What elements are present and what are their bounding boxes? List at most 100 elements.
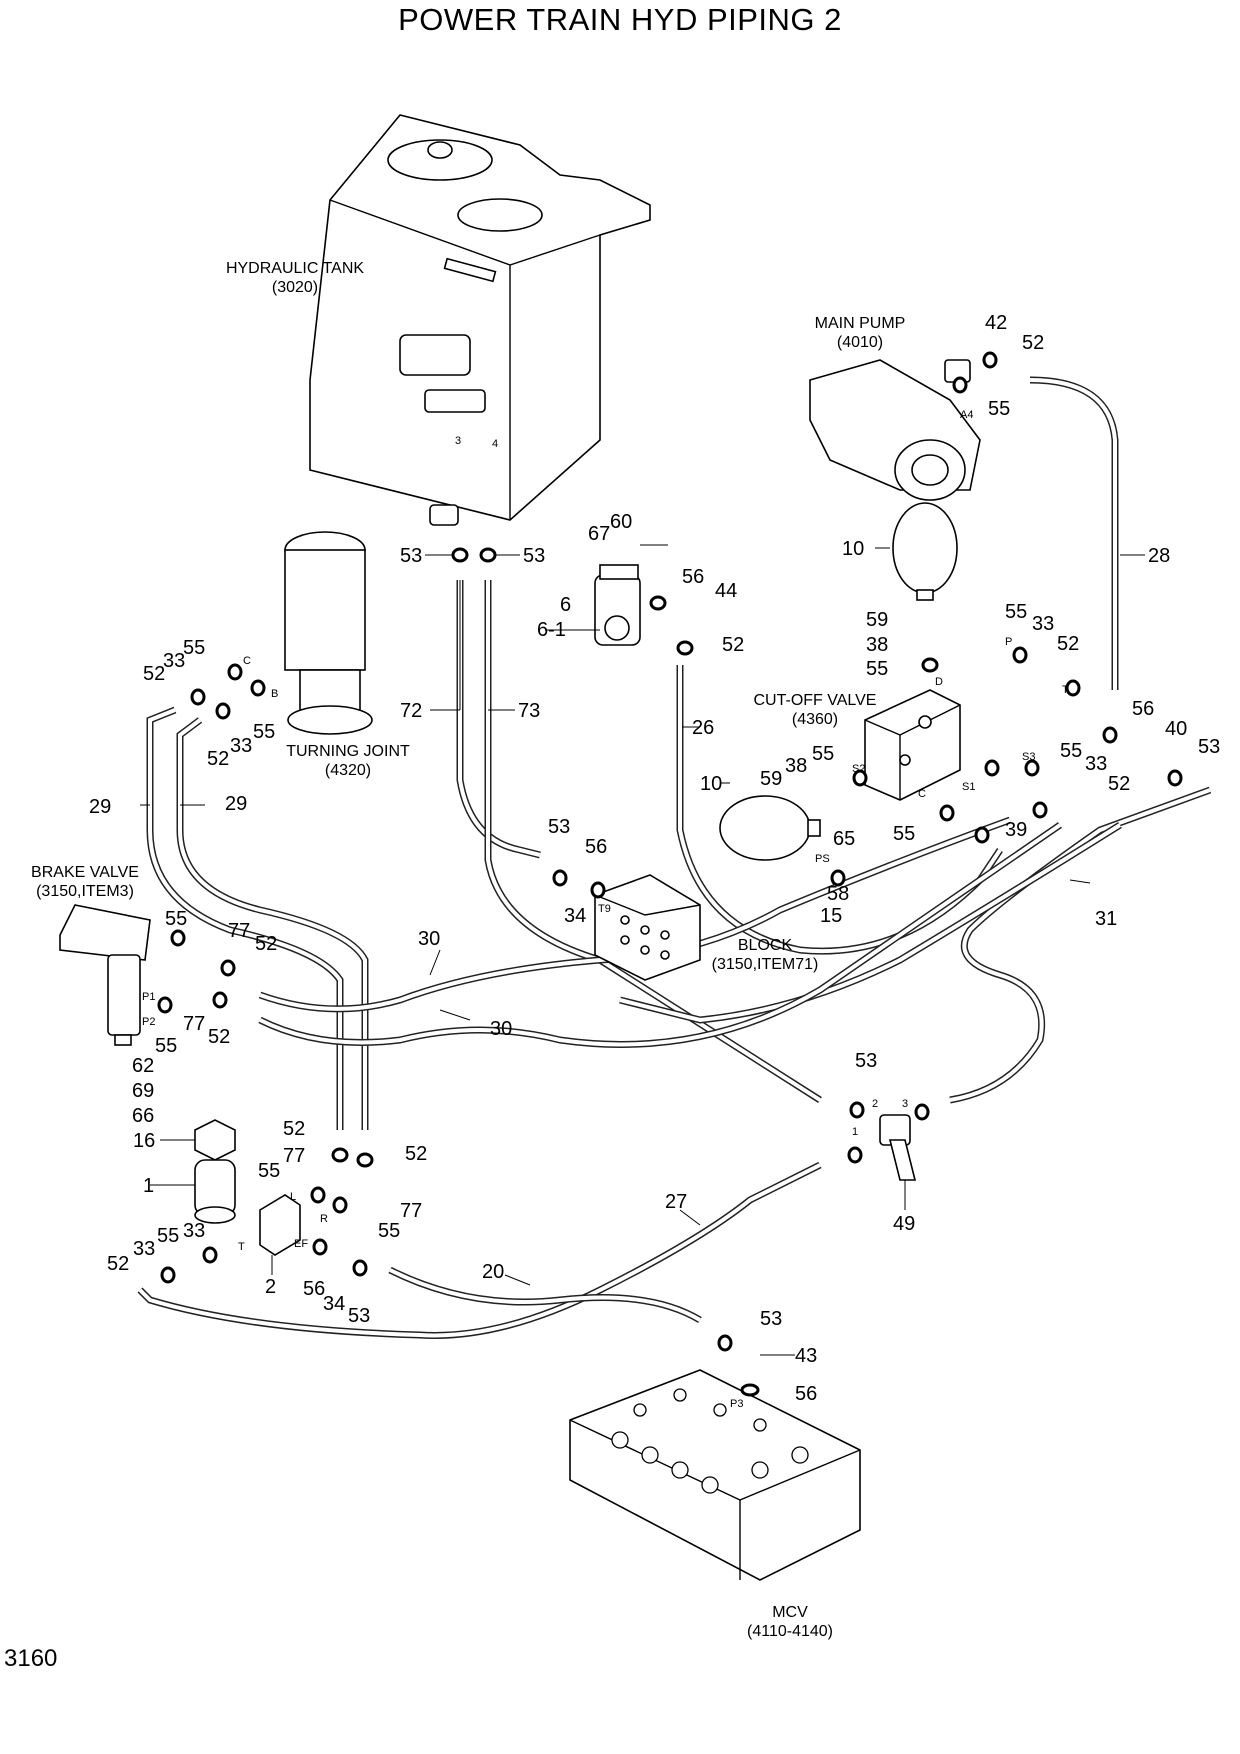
port-label: T9 xyxy=(598,903,611,915)
callout: 55 xyxy=(165,908,187,930)
callout: 53 xyxy=(760,1308,782,1330)
callout: 33 xyxy=(133,1238,155,1260)
callout: 52 xyxy=(255,933,277,955)
tee-junction xyxy=(879,1114,917,1181)
brake-valve-code: (3150,ITEM3) xyxy=(36,883,134,900)
main-pump xyxy=(809,359,981,501)
callout: 55 xyxy=(378,1220,400,1242)
callout: 56 xyxy=(682,566,704,588)
callout: 77 xyxy=(400,1200,422,1222)
callout: 66 xyxy=(132,1105,154,1127)
cutoff-valve-label: CUT-OFF VALVE xyxy=(754,692,877,709)
port-labels: 3 4 A4 D P T S3 S2 S1 C PS T9 C B P1 P2 … xyxy=(142,409,1069,1410)
callout: 77 xyxy=(283,1145,305,1167)
callout: 67 xyxy=(588,523,610,545)
o-rings xyxy=(157,351,1183,1397)
callout: 26 xyxy=(692,717,714,739)
callout: 52 xyxy=(1022,332,1044,354)
callout: 53 xyxy=(855,1050,877,1072)
callout: 55 xyxy=(253,721,275,743)
callout: 55 xyxy=(988,398,1010,420)
turning-joint-label: TURNING JOINT xyxy=(286,743,410,760)
callout: 53 xyxy=(548,816,570,838)
port-label: C xyxy=(918,788,926,800)
callout: 60 xyxy=(610,511,632,533)
port-label: S3 xyxy=(1022,751,1035,763)
line-filter xyxy=(594,564,641,646)
port-label: D xyxy=(935,676,943,688)
callout: 31 xyxy=(1095,908,1117,930)
brake-valve xyxy=(59,904,151,1046)
callout: 55 xyxy=(812,743,834,765)
callout: 55 xyxy=(893,823,915,845)
callout: 43 xyxy=(795,1345,817,1367)
block-label: BLOCK xyxy=(738,937,793,954)
callout: 30 xyxy=(490,1018,512,1040)
callout: 34 xyxy=(564,905,586,927)
port-label: 4 xyxy=(492,438,498,450)
port-label: 3 xyxy=(455,435,461,447)
callout: 34 xyxy=(323,1293,345,1315)
port-label: PS xyxy=(815,853,830,865)
callout: 44 xyxy=(715,580,737,602)
port-label: P1 xyxy=(142,991,155,1003)
main-pump-label: MAIN PUMP xyxy=(815,315,906,332)
leader-lines xyxy=(140,544,1145,1356)
main-pump-code: (4010) xyxy=(837,334,883,351)
callout: 52 xyxy=(107,1253,129,1275)
callout: 27 xyxy=(665,1191,687,1213)
callout: 15 xyxy=(820,905,842,927)
port-label: 2 xyxy=(872,1098,878,1110)
block-code: (3150,ITEM71) xyxy=(712,956,819,973)
page-title: POWER TRAIN HYD PIPING 2 xyxy=(398,2,842,37)
callout: 56 xyxy=(795,1383,817,1405)
callout: 53 xyxy=(348,1305,370,1327)
port-label: P2 xyxy=(142,1016,155,1028)
callout: 6-1 xyxy=(537,619,566,641)
callout: 56 xyxy=(585,836,607,858)
callout: 30 xyxy=(418,928,440,950)
accumulator-upper xyxy=(892,502,958,601)
callout: 55 xyxy=(157,1225,179,1247)
port-label: 1 xyxy=(852,1126,858,1138)
callout: 73 xyxy=(518,700,540,722)
hydraulic-tank-label: HYDRAULIC TANK xyxy=(226,260,364,277)
callout: 49 xyxy=(893,1213,915,1235)
port-label: P xyxy=(1005,636,1012,648)
port-label: C xyxy=(243,655,251,667)
callout: 52 xyxy=(143,663,165,685)
block xyxy=(594,874,701,981)
port-label: EF xyxy=(294,1238,308,1250)
callout: 42 xyxy=(985,312,1007,334)
callout: 52 xyxy=(207,748,229,770)
callout: 55 xyxy=(1005,601,1027,623)
brake-valve-label: BRAKE VALVE xyxy=(31,864,139,881)
callout: 69 xyxy=(132,1080,154,1102)
hydraulic-tank-code: (3020) xyxy=(272,279,318,296)
port-label: L xyxy=(290,1191,296,1203)
block-2 xyxy=(259,1194,301,1256)
hose-lines xyxy=(137,376,1212,1339)
port-label: B xyxy=(271,688,278,700)
callout: 16 xyxy=(133,1130,155,1152)
mcv-code: (4110-4140) xyxy=(747,1623,833,1640)
callout: 33 xyxy=(1032,613,1054,635)
callout: 72 xyxy=(400,700,422,722)
valve-assembly-1 xyxy=(194,1119,236,1224)
callout: 65 xyxy=(833,828,855,850)
port-label: T xyxy=(1062,684,1069,696)
page-number: 3160 xyxy=(4,1645,58,1672)
port-label: 3 xyxy=(902,1098,908,1110)
callout: 55 xyxy=(155,1035,177,1057)
callout: 77 xyxy=(183,1013,205,1035)
hydraulic-tank xyxy=(309,114,651,526)
callout: 52 xyxy=(722,634,744,656)
callout: 59 xyxy=(760,768,782,790)
callout: 55 xyxy=(1060,740,1082,762)
port-label: A4 xyxy=(960,409,973,421)
callout: 28 xyxy=(1148,545,1170,567)
callout: 55 xyxy=(866,658,888,680)
callout: 62 xyxy=(132,1055,154,1077)
turning-joint-code: (4320) xyxy=(325,762,371,779)
